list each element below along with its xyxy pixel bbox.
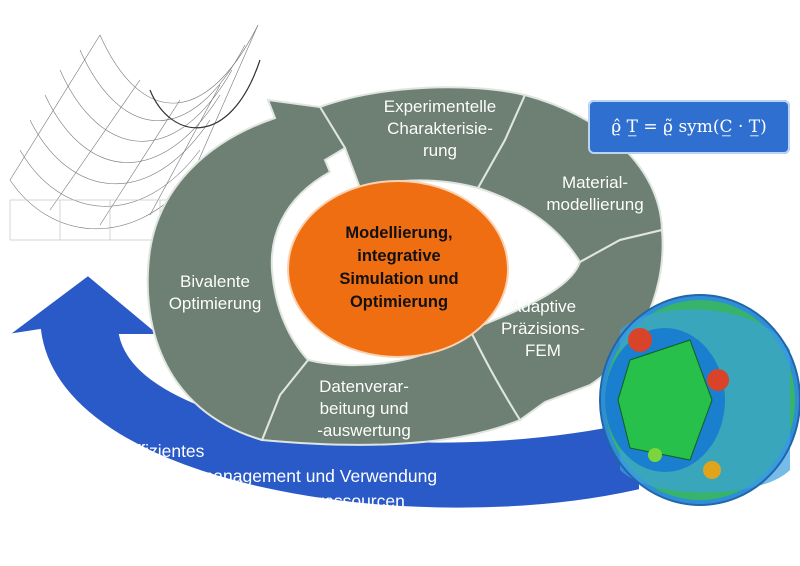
segment-optimization-label: Bivalente Optimierung (168, 272, 262, 313)
wireframe-surface-plot-icon (9, 24, 261, 241)
segment-fem-label: Adaptive Präzisions- FEM (500, 297, 586, 360)
arrow-label-line3: verteilter Rechenressourcen (186, 491, 405, 511)
segment-material-label: Material- modellierung (546, 173, 644, 214)
segment-experimental-label: Experimentelle Charakterisie- rung (383, 97, 497, 160)
segment-data-label: Datenverar- beitung und -auswertung (317, 377, 411, 440)
segment-data (260, 328, 522, 446)
arrow-label-line1: Effizientes (124, 441, 205, 461)
center-ellipse (287, 180, 509, 358)
cycle-segments (146, 86, 664, 446)
arrow-label-line2: Datenmanagement und Verwendung (152, 466, 438, 486)
fem-cylinder-model-icon (599, 294, 800, 506)
formula-text: ϱ̂ T̲̲ = ϱ̃ sym(C̲̲ · T̲̲) (611, 117, 767, 137)
formula-box: ϱ̂ T̲̲ = ϱ̃ sym(C̲̲ · T̲̲) (588, 100, 790, 154)
segment-optimization (146, 98, 347, 442)
center-label: Modellierung, integrative Simulation und… (339, 224, 459, 311)
